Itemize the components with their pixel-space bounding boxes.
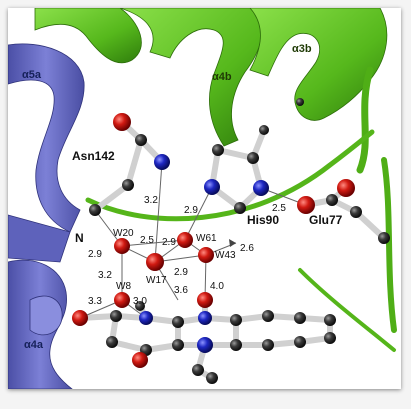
water-w61 (177, 232, 193, 248)
nitrogen-atom (198, 311, 212, 325)
carbon-atom (192, 364, 204, 376)
carbon-atom (212, 144, 224, 156)
oxygen-atom (132, 352, 148, 368)
residue-label-glu77: Glu77 (309, 213, 343, 227)
residue-label-asn142: Asn142 (72, 149, 115, 163)
oxygen-atom (297, 196, 315, 214)
distance-label: 2.9 (174, 267, 188, 278)
helix-label-a5a: α5a (22, 69, 42, 81)
nitrogen-atom (139, 311, 153, 325)
nitrogen-atom (253, 180, 269, 196)
distance-label: 2.5 (140, 235, 154, 246)
distance-label: 2.9 (88, 249, 102, 260)
oxygen-atom (337, 179, 355, 197)
carbon-atom (122, 179, 134, 191)
distance-labels: 3.2 2.9 2.5 2.9 2.5 2.6 3.2 2.9 3.6 4.0 … (88, 195, 286, 307)
distance-label: 4.0 (210, 281, 224, 292)
carbon-atom (259, 125, 269, 135)
water-w17 (146, 253, 164, 271)
carbon-atom (324, 314, 336, 326)
green-loop-arc (85, 129, 375, 222)
water-w8 (114, 292, 130, 308)
green-coil-right-lower (381, 157, 397, 333)
carbon-atom (172, 316, 184, 328)
carbon-atom (106, 336, 118, 348)
carbon-atom (262, 310, 274, 322)
carbon-atom (326, 194, 338, 206)
arrow-head-icon (229, 239, 236, 247)
green-loop-lower (298, 268, 396, 352)
blue-helix-a4a-fold (29, 295, 63, 336)
distance-label: 3.6 (174, 285, 188, 296)
green-coil-right (356, 66, 374, 174)
nitrogen-atom (204, 179, 220, 195)
figure-frame: α5a α4a α4b α3b Asn142 His90 Glu77 N W20… (8, 8, 401, 389)
carbon-atom (296, 98, 304, 106)
distance-label: 3.2 (144, 195, 158, 206)
water-w20 (114, 238, 130, 254)
green-helix-top (34, 8, 142, 64)
distance-label: 2.9 (162, 237, 176, 248)
helix-label-a3b: α3b (292, 43, 312, 55)
carbon-atom (262, 339, 274, 351)
water-label-w20: W20 (113, 228, 134, 239)
carbon-atom (206, 372, 218, 384)
residue-label-n: N (75, 231, 84, 245)
carbon-atom (234, 202, 246, 214)
carbon-atom (378, 232, 390, 244)
distance-label: 2.9 (184, 205, 198, 216)
green-helix-a4b (119, 8, 263, 147)
distance-label: 3.3 (88, 296, 102, 307)
residue-labels: Asn142 His90 Glu77 N (72, 149, 343, 245)
helix-label-a4b: α4b (212, 71, 232, 83)
carbon-atom (135, 301, 145, 311)
water-w43 (198, 247, 214, 263)
helix-labels: α5a α4a α4b α3b (22, 43, 312, 351)
distance-label: 2.5 (272, 203, 286, 214)
oxygen-atom (197, 292, 213, 308)
water-label-w17: W17 (146, 275, 167, 286)
blue-helix-ribbons (8, 43, 85, 389)
residue-label-his90: His90 (247, 213, 279, 227)
carbon-atom (230, 339, 242, 351)
carbon-atom (294, 336, 306, 348)
carbon-atom (230, 314, 242, 326)
carbon-atom (89, 204, 101, 216)
atoms (72, 98, 390, 384)
blue-strand-mid (8, 214, 71, 263)
oxygen-atom (72, 310, 88, 326)
water-label-w61: W61 (196, 233, 217, 244)
carbon-atom (135, 134, 147, 146)
distance-label: 3.2 (98, 270, 112, 281)
water-labels: W20 W61 W43 W17 W8 (113, 228, 236, 292)
oxygen-atom (113, 113, 131, 131)
carbon-atom (110, 310, 122, 322)
blue-helix-a5a (8, 43, 85, 233)
carbon-atom (172, 339, 184, 351)
carbon-atom (247, 152, 259, 164)
carbon-atom (350, 206, 362, 218)
carbon-atom (294, 312, 306, 324)
nitrogen-atom (197, 337, 213, 353)
green-helix-ribbons (34, 8, 397, 352)
molecular-structure-diagram: α5a α4a α4b α3b Asn142 His90 Glu77 N W20… (8, 8, 397, 389)
water-label-w8: W8 (116, 281, 131, 292)
helix-label-a4a: α4a (24, 339, 44, 351)
nitrogen-atom (154, 154, 170, 170)
distance-label: 2.6 (240, 243, 254, 254)
distance-label: 3.0 (133, 296, 147, 307)
carbon-atom (324, 332, 336, 344)
water-label-w43: W43 (215, 250, 236, 261)
